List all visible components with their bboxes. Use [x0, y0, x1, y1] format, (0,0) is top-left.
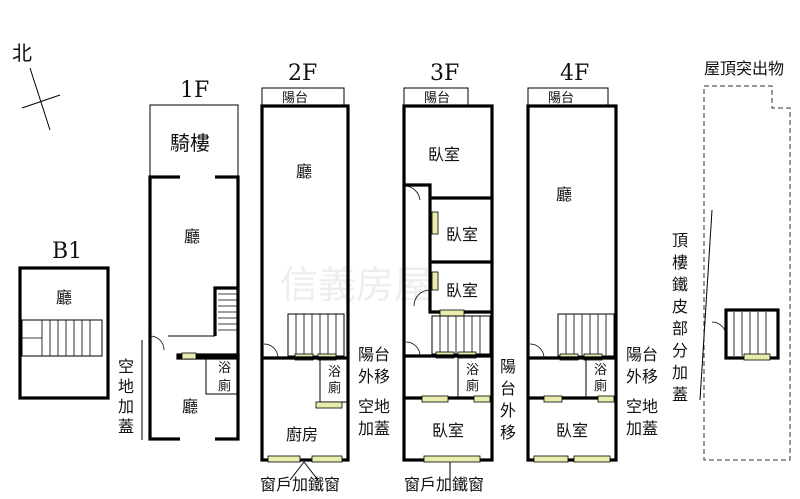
f2-hall-label: 廳	[296, 162, 312, 181]
f4-balcony-label: 陽台	[548, 91, 574, 106]
f2-note-b-2: 加蓋	[358, 419, 390, 438]
f3-bedroom-4-label: 臥室	[432, 421, 464, 440]
roof-note-8: 蓋	[672, 385, 688, 404]
f3-note-2: 台	[500, 379, 516, 398]
f1-note-4: 蓋	[118, 417, 134, 436]
f1-window	[181, 352, 197, 360]
f2-stairs	[287, 313, 345, 357]
f4-title: 4F	[560, 61, 589, 86]
roof-stairs	[733, 312, 767, 356]
floor-3f: 3F 陽台 臥室 臥室 臥室 浴 廁 臥室 陽 台	[402, 61, 516, 494]
roof-note-5: 部	[672, 319, 688, 338]
f3-bath-label-1: 浴	[466, 363, 479, 378]
f4-note-b-2: 加蓋	[626, 419, 658, 438]
f1-title: 1F	[180, 78, 209, 103]
f3-bedroom-1-label: 臥室	[428, 145, 460, 164]
f1-bath-label-2: 廁	[218, 378, 231, 394]
f1-hall-lower-label: 廳	[182, 397, 198, 416]
f2-bath-label-2: 廁	[328, 380, 341, 396]
f4-note-a-1: 陽台	[626, 345, 658, 364]
roof-note-6: 分	[672, 341, 688, 360]
f1-bath-label-1: 浴	[218, 361, 231, 376]
f3-window-note: 窗戶加鐵窗	[404, 475, 484, 494]
floor-b1: B1 廳	[18, 239, 110, 400]
f2-bath-label-1: 浴	[328, 365, 341, 380]
f2-balcony-label: 陽台	[282, 91, 308, 106]
b1-title: B1	[52, 239, 82, 264]
f1-note-3: 加	[118, 397, 134, 416]
f3-balcony-label: 陽台	[424, 91, 450, 106]
f2-window-note: 窗戶加鐵窗	[260, 475, 340, 494]
roof-note-3: 鐵	[672, 275, 688, 294]
b1-hall-label: 廳	[56, 288, 72, 307]
b1-stairs	[21, 319, 103, 357]
f4-outline	[526, 104, 618, 462]
f4-window	[533, 455, 569, 463]
roof-outline	[703, 85, 791, 461]
f4-note-b-1: 空地	[626, 397, 658, 416]
floor-roof: 屋頂突出物 頂 樓 鐵 皮 部 分 加 蓋	[672, 59, 791, 461]
compass-north-label: 北	[12, 41, 32, 65]
f3-bedroom-2-label: 臥室	[446, 225, 478, 244]
f1-note-2: 地	[118, 377, 134, 396]
roof-note-1: 頂	[672, 231, 688, 250]
f3-bath-label-2: 廁	[466, 378, 479, 394]
f2-note-a-1: 陽台	[358, 345, 390, 364]
f4-bath-label-1: 浴	[594, 363, 607, 378]
f3-note-3: 外	[500, 401, 516, 420]
f2-window	[267, 455, 301, 463]
f4-note-a-2: 外移	[626, 367, 658, 386]
f3-note-1: 陽	[500, 357, 516, 376]
b1-outline	[18, 266, 110, 400]
f3-title: 3F	[430, 61, 459, 86]
f4-bedroom-label: 臥室	[556, 421, 588, 440]
watermark: 信義房屋	[280, 263, 432, 307]
compass: 北	[12, 41, 61, 131]
f1-door-arc	[149, 335, 165, 351]
f2-title: 2F	[288, 61, 317, 86]
roof-note-line	[699, 209, 713, 401]
roof-note-2: 樓	[672, 253, 688, 272]
f2-kitchen-label: 廚房	[286, 425, 318, 444]
compass-cross	[21, 94, 61, 109]
roof-note-7: 加	[672, 363, 688, 382]
f3-note-4: 移	[500, 423, 516, 442]
f1-hall-upper-label: 廳	[184, 227, 200, 246]
f2-note-a-2: 外移	[358, 367, 390, 386]
floor-2f: 2F 陽台 廳 浴 廁 廚房 陽台 外移 空地 加蓋 窗戶加鐵窗	[260, 61, 390, 494]
f4-stairs	[557, 313, 615, 357]
floor-4f: 4F 陽台 廳 浴 廁 臥室 陽台 外移 空地 加蓋	[526, 61, 658, 463]
compass-needle	[29, 67, 51, 131]
f2-note-b-1: 空地	[358, 397, 390, 416]
f4-hall-label: 廳	[556, 185, 572, 204]
f2-outline	[260, 104, 350, 462]
roof-note-4: 皮	[672, 297, 688, 316]
floor-1f: 1F 騎樓 廳 浴 廁 廳 空 地 加 蓋	[118, 78, 240, 441]
f3-bedroom-3-label: 臥室	[446, 281, 478, 300]
f1-arcade-label: 騎樓	[170, 131, 210, 155]
f4-bath-label-2: 廁	[594, 378, 607, 394]
f3-window	[423, 455, 481, 463]
f1-note-1: 空	[118, 357, 134, 376]
f1-stairs	[213, 286, 238, 336]
f3-stairs	[431, 315, 491, 355]
f1-bath-outline	[205, 357, 239, 395]
roof-title: 屋頂突出物	[704, 59, 784, 78]
